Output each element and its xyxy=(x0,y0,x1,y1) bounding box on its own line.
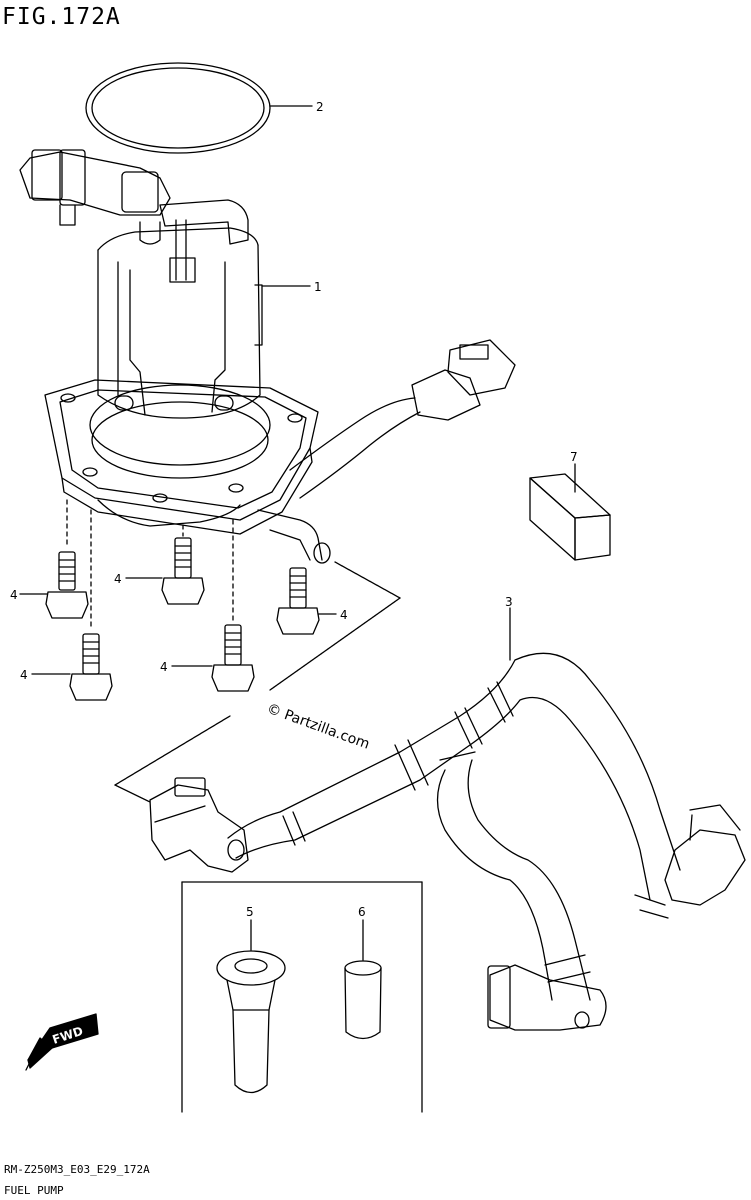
callout-4-b[interactable]: 4 xyxy=(114,572,122,586)
fuel-pump-harness-lead[interactable] xyxy=(290,340,515,498)
bolt-part-4-b[interactable] xyxy=(162,538,204,604)
callout-1[interactable]: 1 xyxy=(314,280,322,294)
forward-direction-badge: FWD xyxy=(26,1014,98,1070)
diagram-code: RM-Z250M3_E03_E29_172A xyxy=(4,1163,150,1176)
callout-4-a[interactable]: 4 xyxy=(10,588,18,602)
bolt-part-4-c[interactable] xyxy=(277,568,319,634)
tube-part-6[interactable] xyxy=(345,961,381,1039)
callout-3[interactable]: 3 xyxy=(505,595,513,609)
callout-5[interactable]: 5 xyxy=(246,905,254,919)
arrow-icon xyxy=(26,1050,36,1070)
fuel-hose-part-3[interactable] xyxy=(150,653,745,1030)
bolt-part-4-a[interactable] xyxy=(46,552,88,618)
callout-4-e[interactable]: 4 xyxy=(20,668,28,682)
kit-box xyxy=(182,882,422,1112)
cushion-part-7[interactable] xyxy=(530,474,610,560)
bolt-part-4-e[interactable] xyxy=(70,634,112,700)
fuel-pump-assembly-part-1[interactable] xyxy=(20,150,330,563)
o-ring-part-2[interactable] xyxy=(86,63,270,153)
figure-title: FIG.172A xyxy=(2,4,121,30)
callout-4-c[interactable]: 4 xyxy=(340,608,348,622)
watermark: © Partzilla.com xyxy=(265,701,372,753)
bolt-part-4-d[interactable] xyxy=(212,625,254,691)
diagram-name: FUEL PUMP xyxy=(4,1184,64,1197)
callout-7[interactable]: 7 xyxy=(570,450,578,464)
callout-6[interactable]: 6 xyxy=(358,905,366,919)
callout-2[interactable]: 2 xyxy=(316,100,324,114)
grommet-part-5[interactable] xyxy=(217,951,285,1093)
callout-4-d[interactable]: 4 xyxy=(160,660,168,674)
